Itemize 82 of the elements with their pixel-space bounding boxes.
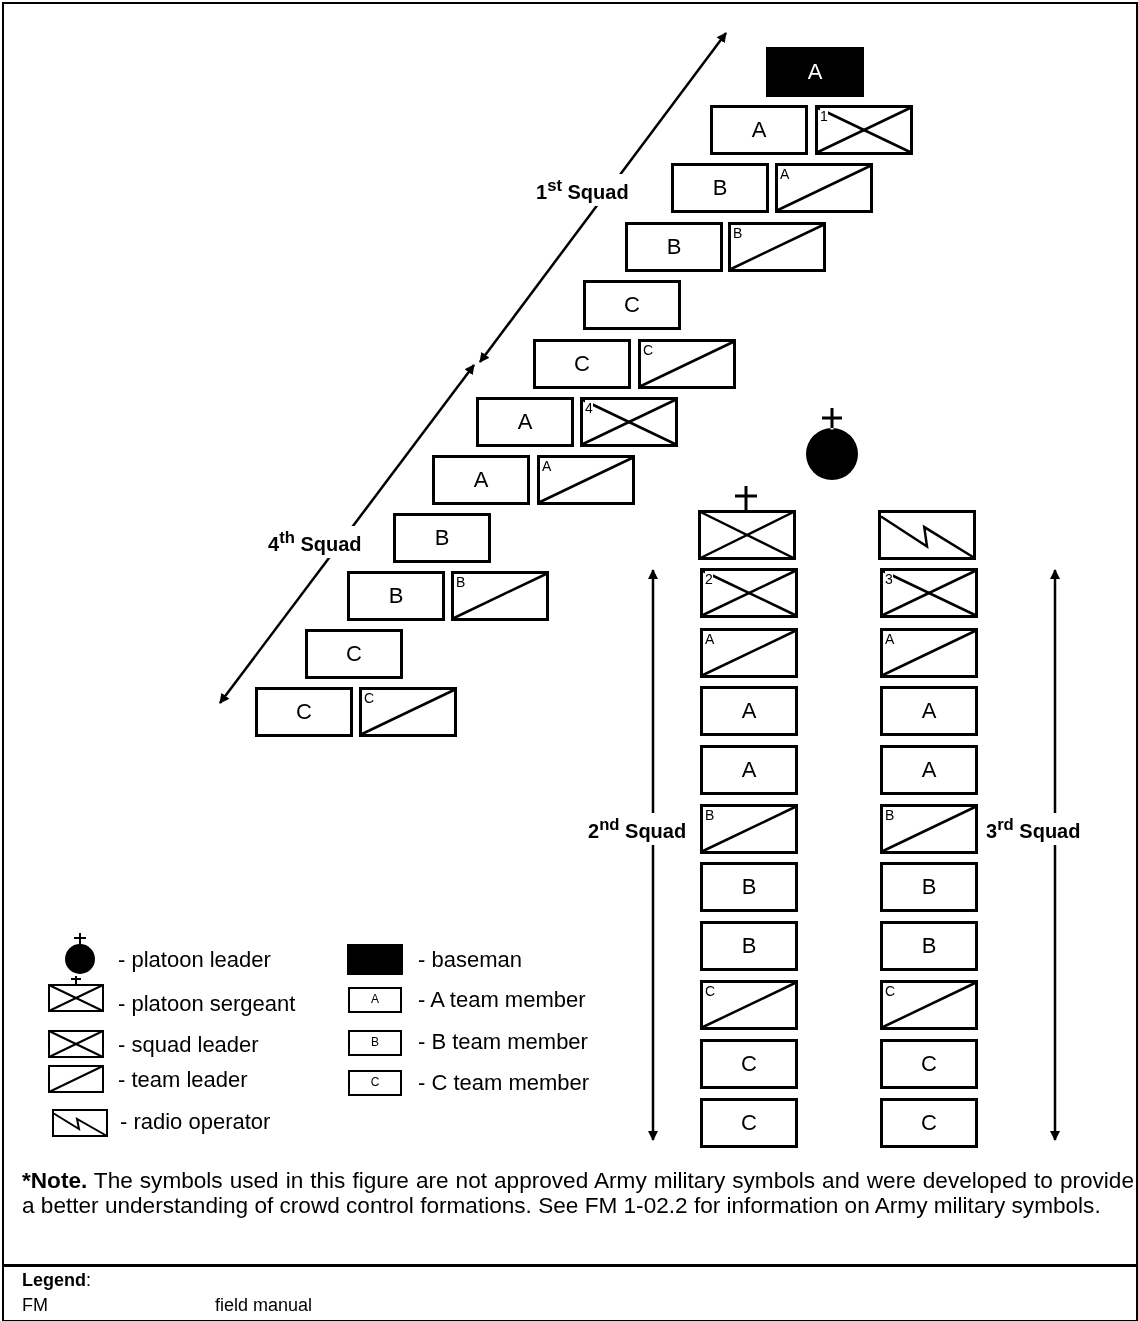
team-member-box xyxy=(700,862,798,912)
team-member-box xyxy=(347,571,445,621)
sample-letter: A xyxy=(370,992,380,1006)
legend-text: - squad leader xyxy=(118,1032,259,1058)
legend-text: - platoon sergeant xyxy=(118,991,296,1017)
team-member-box xyxy=(700,921,798,971)
platoon-sergeant-symbol xyxy=(698,486,796,560)
symbol-label: A xyxy=(705,631,715,647)
legend-text: - C team member xyxy=(418,1070,590,1096)
team-member-box xyxy=(880,1098,978,1148)
member-letter: A xyxy=(740,758,758,782)
member-letter: B xyxy=(740,934,758,958)
symbol-label: 3 xyxy=(885,571,893,587)
member-letter: A xyxy=(920,699,938,723)
team-member-box xyxy=(700,1098,798,1148)
team-member-box xyxy=(700,745,798,795)
team-member-box xyxy=(393,513,491,563)
symbol-label: 4 xyxy=(585,400,593,416)
team-member-box xyxy=(476,397,574,447)
team-member-box xyxy=(305,629,403,679)
symbol-label: A xyxy=(780,166,790,182)
symbol-label: C xyxy=(364,690,375,706)
legend-text: - A team member xyxy=(418,987,586,1013)
member-letter: B xyxy=(433,526,451,550)
symbol-label: 2 xyxy=(705,571,713,587)
symbol-label: 1 xyxy=(820,108,828,124)
member-letter: C xyxy=(920,1111,938,1135)
note-paragraph: *Note. The symbols used in this figure are not approved Army military symbols and were developed to provide a better understanding of crowd control formations. See FM 1-02.2 for information on Army military symbols. xyxy=(22,1168,1134,1218)
team-member-box xyxy=(533,339,631,389)
team-member-box xyxy=(880,745,978,795)
symbol-label: C xyxy=(705,983,716,999)
member-letter: C xyxy=(740,1111,758,1135)
member-letter: B xyxy=(665,235,683,259)
member-letter: B xyxy=(920,875,938,899)
member-letter: C xyxy=(345,642,363,666)
team-member-box xyxy=(880,921,978,971)
symbol-label: B xyxy=(456,574,466,590)
baseman-box xyxy=(766,47,864,97)
symbol-label: B xyxy=(705,807,715,823)
team-member-box xyxy=(583,280,681,330)
member-letter: A xyxy=(740,699,758,723)
member-letter: A xyxy=(806,60,824,84)
abbreviation-definition: field manual xyxy=(215,1295,313,1316)
team-member-box xyxy=(700,686,798,736)
member-letter: C xyxy=(623,293,641,317)
abbreviation: FM xyxy=(22,1295,48,1316)
legend-text: - team leader xyxy=(118,1067,248,1093)
team-member-box xyxy=(671,163,769,213)
team-member-box xyxy=(432,455,530,505)
platoon-leader-symbol xyxy=(805,406,859,480)
sample-letter: C xyxy=(369,1075,381,1089)
symbol-label: C xyxy=(885,983,896,999)
member-letter: C xyxy=(740,1052,758,1076)
team-member-box xyxy=(880,862,978,912)
team-member-box xyxy=(700,1039,798,1089)
member-letter: C xyxy=(573,352,591,376)
member-letter: A xyxy=(920,758,938,782)
member-letter: B xyxy=(387,584,405,608)
symbol-label: A xyxy=(542,458,552,474)
symbol-label: B xyxy=(733,225,743,241)
legend-text: - platoon leader xyxy=(118,947,271,973)
team-member-box xyxy=(710,105,808,155)
member-letter: A xyxy=(472,468,490,492)
member-letter: B xyxy=(711,176,729,200)
member-letter: A xyxy=(516,410,534,434)
team-member-box xyxy=(880,1039,978,1089)
team-member-box xyxy=(625,222,723,272)
legend-text: - B team member xyxy=(418,1029,588,1055)
member-letter: C xyxy=(920,1052,938,1076)
legend-text: - radio operator xyxy=(120,1109,271,1135)
team-member-box xyxy=(880,686,978,736)
symbol-label: C xyxy=(643,342,654,358)
symbol-label: B xyxy=(885,807,895,823)
member-letter: A xyxy=(750,118,768,142)
symbol-label: A xyxy=(885,631,895,647)
legend-text: - baseman xyxy=(418,947,522,973)
team-member-box xyxy=(255,687,353,737)
member-letter: B xyxy=(740,875,758,899)
member-letter: C xyxy=(295,700,313,724)
sample-letter: B xyxy=(370,1035,380,1049)
legend-heading: Legend: xyxy=(22,1270,92,1291)
member-letter: B xyxy=(920,934,938,958)
